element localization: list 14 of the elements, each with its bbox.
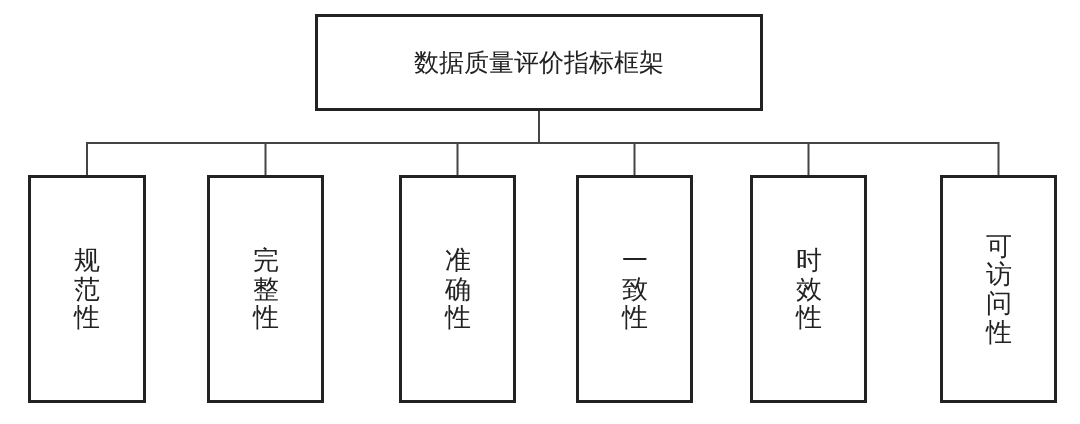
root-title: 数据质量评价指标框架: [414, 47, 664, 79]
category-box: [207, 175, 324, 403]
category-label: 完整性: [252, 246, 279, 332]
category-label: 时效性: [795, 246, 822, 332]
category-label: 可访问性: [985, 231, 1012, 347]
category-label: 一致性: [621, 246, 648, 332]
root-box: [315, 14, 763, 111]
category-box: [750, 175, 867, 403]
category-box: [940, 175, 1057, 403]
category-box: [399, 175, 516, 403]
category-label: 规范性: [74, 246, 100, 332]
category-box: [28, 175, 146, 403]
category-box: [576, 175, 693, 403]
category-label: 准确性: [444, 246, 471, 332]
